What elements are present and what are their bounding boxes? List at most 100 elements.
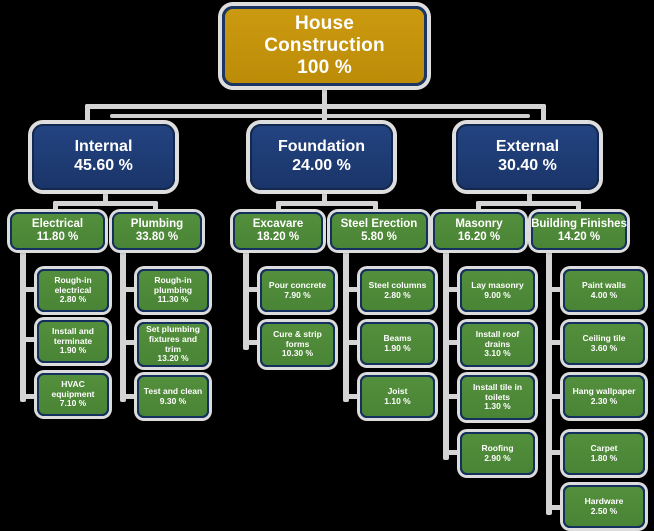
- leaf-roofing[interactable]: Roofing 2.90 %: [460, 432, 535, 475]
- connector-rail-plumbing: [120, 250, 126, 402]
- leaf-line1: Roofing: [481, 442, 514, 453]
- leaf-rough-in-electrical[interactable]: Rough-in electrical 2.80 %: [37, 269, 109, 312]
- leaf-line2: plumbing: [153, 284, 193, 295]
- connector-stub-steel-1: [343, 287, 361, 292]
- leaf-value: 2.30 %: [590, 395, 618, 406]
- leaf-line1: Set plumbing: [146, 323, 200, 334]
- internal-label: Internal: [74, 138, 133, 156]
- leaf-hang-wallpaper[interactable]: Hang wallpaper 2.30 %: [563, 375, 645, 418]
- leaf-value: 2.50 %: [590, 505, 618, 516]
- leaf-paint-walls[interactable]: Paint walls 4.00 %: [563, 269, 645, 312]
- connector-stub-finishes-5: [546, 505, 564, 510]
- leaf-value: 2.80 %: [384, 289, 411, 300]
- connector-stub-excavare-2: [243, 340, 261, 345]
- leaf-line1: Paint walls: [582, 279, 626, 290]
- connector-internal-down: [103, 190, 108, 206]
- leaf-line1: Lay masonry: [471, 279, 524, 290]
- connector-internal-drop: [85, 104, 90, 126]
- leaf-line2: forms: [285, 338, 310, 349]
- connector-stub-steel-3: [343, 394, 361, 399]
- external-label: External: [495, 138, 560, 156]
- leaf-line2: toilets: [484, 391, 511, 402]
- leaf-line2: drains: [484, 338, 511, 349]
- leaf-line2: electrical: [54, 284, 92, 295]
- node-masonry[interactable]: Masonry 16.20 %: [433, 212, 525, 250]
- leaf-line1: Rough-in: [154, 274, 192, 285]
- leaf-lay-masonry[interactable]: Lay masonry 9.00 %: [460, 269, 535, 312]
- root-value: 100 %: [297, 57, 352, 79]
- connector-masonry-drop: [476, 201, 481, 213]
- node-external[interactable]: External 30.40 %: [456, 124, 599, 190]
- node-building-finishes[interactable]: Building Finishes 14.20 %: [531, 212, 627, 250]
- connector-root-down: [322, 84, 327, 108]
- connector-steel-drop: [373, 201, 378, 213]
- leaf-line1: Install roof: [475, 328, 520, 339]
- connector-foundation-bus: [276, 201, 378, 206]
- node-foundation[interactable]: Foundation 24.00 %: [250, 124, 393, 190]
- node-house-construction[interactable]: House Construction 100 %: [222, 6, 427, 86]
- leaf-install-tile-in-toilets[interactable]: Install tile in toilets 1.30 %: [460, 375, 535, 420]
- connector-stub-electrical-3: [20, 394, 38, 399]
- connector-stub-electrical-2: [20, 337, 38, 342]
- connector-plumbing-drop: [153, 201, 158, 213]
- node-steel-erection[interactable]: Steel Erection 5.80 %: [330, 212, 428, 250]
- leaf-steel-columns[interactable]: Steel columns 2.80 %: [360, 269, 435, 312]
- leaf-carpet[interactable]: Carpet 1.80 %: [563, 432, 645, 475]
- leaf-test-and-clean[interactable]: Test and clean 9.30 %: [137, 375, 209, 418]
- connector-stub-masonry-4: [443, 450, 461, 455]
- leaf-hardware[interactable]: Hardware 2.50 %: [563, 485, 645, 528]
- node-excavare[interactable]: Excavare 18.20 %: [233, 212, 323, 250]
- leaf-joist[interactable]: Joist 1.10 %: [360, 375, 435, 418]
- connector-stub-electrical-1: [20, 287, 38, 292]
- node-electrical[interactable]: Electrical 11.80 %: [10, 212, 105, 250]
- plumbing-label: Plumbing: [130, 217, 184, 230]
- leaf-beams[interactable]: Beams 1.90 %: [360, 322, 435, 365]
- leaf-value: 10.30 %: [281, 348, 314, 359]
- electrical-label: Electrical: [31, 217, 84, 230]
- leaf-install-and-terminate[interactable]: Install and terminate 1.90 %: [37, 320, 109, 363]
- connector-rail-steel: [343, 250, 349, 402]
- leaf-line1: Ceiling tile: [582, 332, 626, 343]
- leaf-line2: fixtures and trim: [148, 333, 198, 354]
- leaf-rough-in-plumbing[interactable]: Rough-in plumbing 11.30 %: [137, 269, 209, 312]
- connector-stub-plumbing-1: [120, 287, 138, 292]
- root-label-line1: House: [294, 12, 355, 34]
- connector-stub-plumbing-2: [120, 340, 138, 345]
- leaf-ceiling-tile[interactable]: Ceiling tile 3.60 %: [563, 322, 645, 365]
- steel-erection-value: 5.80 %: [361, 231, 397, 243]
- leaf-value: 9.30 %: [159, 395, 187, 406]
- leaf-line1: Pour concrete: [268, 279, 327, 290]
- leaf-hvac-equipment[interactable]: HVAC equipment 7.10 %: [37, 373, 109, 416]
- leaf-value: 7.90 %: [284, 289, 311, 300]
- leaf-value: 3.60 %: [590, 342, 618, 353]
- leaf-cure-and-strip-forms[interactable]: Cure & strip forms 10.30 %: [260, 322, 335, 367]
- leaf-line2: terminate: [53, 335, 93, 346]
- leaf-line1: Joist: [387, 385, 408, 396]
- connector-rail-finishes: [546, 250, 552, 515]
- connector-rail-electrical: [20, 250, 26, 402]
- excavare-value: 18.20 %: [256, 231, 300, 243]
- connector-stub-masonry-2: [443, 340, 461, 345]
- connector-excavare-drop: [276, 201, 281, 213]
- leaf-install-roof-drains[interactable]: Install roof drains 3.10 %: [460, 322, 535, 367]
- leaf-value: 2.90 %: [484, 452, 511, 463]
- connector-level2-bus-inner: [110, 114, 530, 118]
- leaf-line1: Rough-in: [54, 274, 92, 285]
- connector-stub-finishes-4: [546, 450, 564, 455]
- node-internal[interactable]: Internal 45.60 %: [32, 124, 175, 190]
- leaf-pour-concrete[interactable]: Pour concrete 7.90 %: [260, 269, 335, 312]
- leaf-value: 1.30 %: [484, 401, 511, 412]
- connector-stub-finishes-3: [546, 394, 564, 399]
- foundation-value: 24.00 %: [292, 157, 351, 174]
- leaf-line1: Install tile in: [472, 381, 523, 392]
- building-finishes-value: 14.20 %: [557, 231, 601, 243]
- electrical-value: 11.80 %: [36, 231, 79, 243]
- steel-erection-label: Steel Erection: [340, 217, 418, 230]
- leaf-value: 9.00 %: [484, 289, 511, 300]
- leaf-set-plumbing-fixtures[interactable]: Set plumbing fixtures and trim 13.20 %: [137, 322, 209, 367]
- leaf-value: 3.10 %: [484, 348, 511, 359]
- leaf-line1: Carpet: [590, 442, 618, 453]
- leaf-line1: Install and: [51, 325, 95, 336]
- node-plumbing[interactable]: Plumbing 33.80 %: [112, 212, 202, 250]
